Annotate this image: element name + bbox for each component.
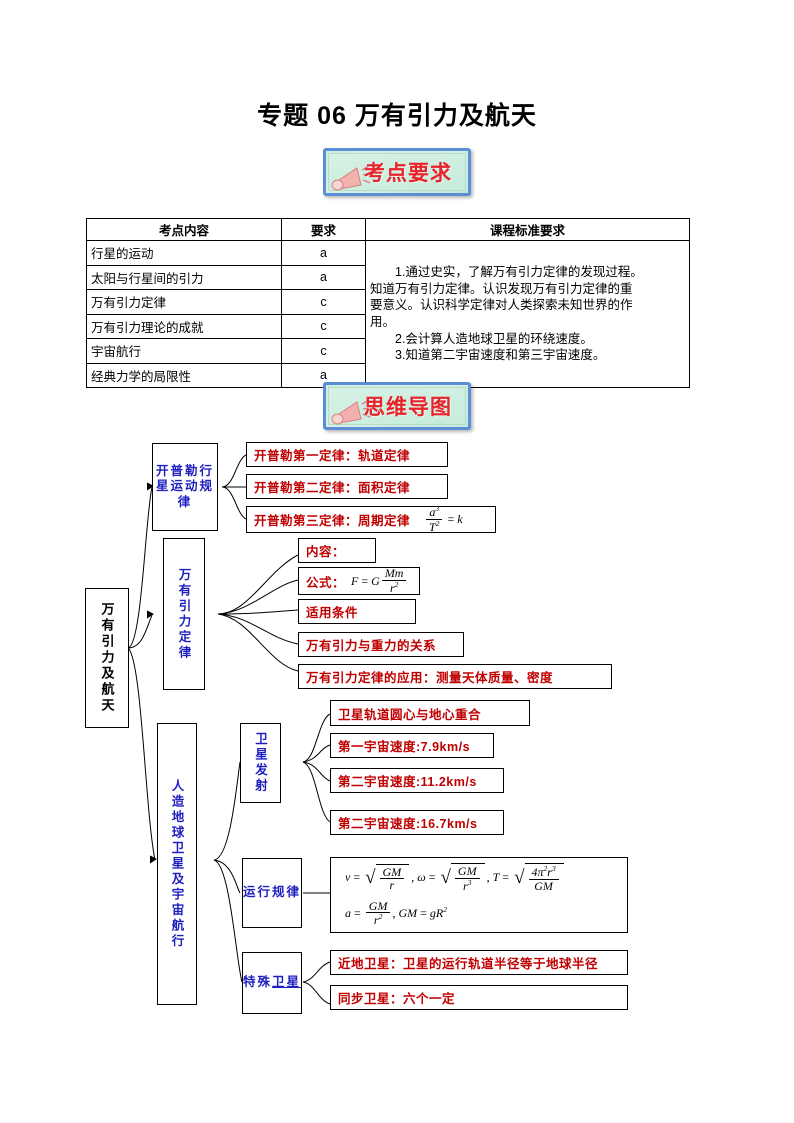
megaphone-icon: [331, 399, 372, 425]
leaf-text: 公式：: [306, 575, 346, 590]
mindmap-leaf-geostationary-satellite: 同步卫星：六个一定: [330, 985, 628, 1010]
section-badge-exam-requirements: 考点要求: [323, 148, 471, 196]
mindmap-leaf-first-cosmic-velocity: 第一宇宙速度:7.9km/s: [330, 733, 494, 758]
cell-standard-requirements: 1.通过史实，了解万有引力定律的发现过程。 知道万有引力定律。认识发现万有引力定…: [365, 240, 690, 388]
cell-level: c: [281, 289, 366, 315]
mindmap-leaf-orbit-center: 卫星轨道圆心与地心重合: [330, 700, 530, 726]
mindmap-leaf-kepler-2: 开普勒第二定律：面积定律: [246, 474, 448, 499]
cell-level: a: [281, 264, 366, 290]
subgroup-label-line2: 卫星: [272, 975, 302, 990]
mindmap-leaf-gravitation-content: 内容：: [298, 538, 376, 563]
standard-line-1: 1.通过史实，了解万有引力定律的发现过程。: [395, 265, 643, 280]
cell-level: c: [281, 338, 366, 364]
standard-line-2: 2.会计算人造地球卫星的环绕速度。: [395, 331, 593, 346]
mindmap-leaf-second-cosmic-velocity: 第二宇宙速度:11.2km/s: [330, 768, 504, 793]
cell-topic: 行星的运动: [86, 240, 282, 266]
section-badge-label: 考点要求: [364, 162, 452, 185]
leaf-text: 开普勒第三定律：周期定律: [254, 514, 411, 528]
mindmap-branch-kepler: 开普勒行星运动规律: [152, 443, 218, 531]
cell-topic: 经典力学的局限性: [86, 362, 282, 388]
section-badge-mind-map: 思维导图: [323, 382, 471, 430]
mindmap-leaf-gravitation-conditions: 适用条件: [298, 599, 416, 624]
mindmap-leaf-low-earth-orbit-satellite: 近地卫星：卫星的运行轨道半径等于地球半径: [330, 950, 628, 975]
table-row: 万有引力理论的成就 c: [86, 313, 690, 339]
mindmap-branch-gravitation: 万有引力定律: [163, 538, 205, 690]
mindmap-leaf-gravitation-vs-gravity: 万有引力与重力的关系: [298, 632, 464, 657]
cell-topic: 太阳与行星间的引力: [86, 264, 282, 290]
column-header-standard: 课程标准要求: [365, 218, 690, 241]
column-header-topic: 考点内容: [86, 218, 282, 241]
table-header-row: 考点内容 要求 课程标准要求: [86, 218, 690, 241]
mindmap-subgroup-orbital-laws: 运行规律: [242, 858, 302, 928]
cell-level: a: [281, 240, 366, 266]
section-badge-label: 思维导图: [364, 396, 452, 419]
mindmap-leaf-gravitation-application: 万有引力定律的应用：测量天体质量、密度: [298, 664, 612, 689]
table-row: 经典力学的局限性 a: [86, 362, 690, 388]
mindmap-root-node: 万有引力及航天: [85, 588, 129, 728]
page-title: 专题 06 万有引力及航天: [257, 102, 537, 130]
table-row: 太阳与行星间的引力 a: [86, 264, 690, 290]
exam-requirements-table: 考点内容 要求 课程标准要求 行星的运动 a 1.通过史实，了解万有引力定律的发…: [86, 218, 690, 388]
standard-line-3: 3.知道第二宇宙速度和第三宇宙速度。: [395, 348, 606, 363]
standard-line-1d: 用。: [370, 315, 396, 329]
table-row: 行星的运动 a 1.通过史实，了解万有引力定律的发现过程。 知道万有引力定律。认…: [86, 240, 690, 388]
subgroup-label-line1: 特殊: [243, 975, 273, 990]
standard-line-1b: 知道万有引力定律。认识发现万有引力定律的重: [370, 281, 633, 296]
mindmap-subgroup-special-satellites: 特殊 卫星: [242, 952, 302, 1014]
mindmap-leaf-kepler-1: 开普勒第一定律：轨道定律: [246, 442, 448, 467]
mindmap-subgroup-satellite-launch: 卫星发射: [240, 723, 281, 803]
column-header-level: 要求: [281, 218, 366, 241]
mindmap-branch-satellites: 人造地球卫星及宇宙航行: [157, 723, 197, 1005]
standard-line-1c: 要意义。认识科学定律对人类探索未知世界的作: [370, 298, 633, 313]
mindmap-leaf-third-cosmic-velocity: 第二宇宙速度:16.7km/s: [330, 810, 504, 835]
megaphone-icon: [331, 165, 372, 191]
